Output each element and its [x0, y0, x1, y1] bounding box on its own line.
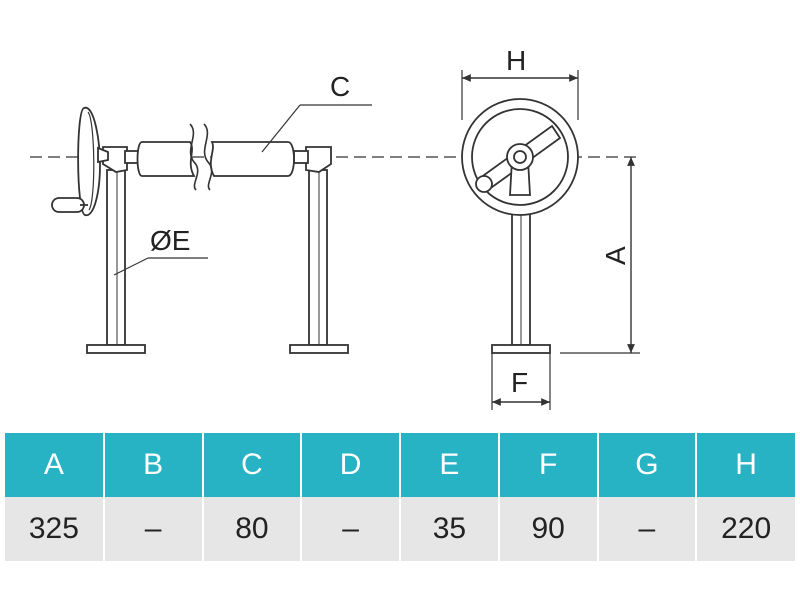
header-e: E	[399, 433, 499, 497]
value-c: 80	[201, 497, 302, 561]
value-a: 325	[5, 497, 104, 561]
header-f: F	[497, 433, 598, 497]
value-d: –	[300, 497, 400, 561]
value-b: –	[102, 497, 203, 561]
right-post-head	[305, 146, 332, 173]
header-c: C	[201, 433, 302, 497]
right-post	[308, 169, 328, 346]
table-header-row: A B C D E F G H	[5, 433, 795, 497]
header-a: A	[5, 433, 104, 497]
value-g: –	[596, 497, 697, 561]
crank-handle	[51, 197, 85, 213]
right-base-plate	[289, 344, 349, 354]
left-base-plate	[86, 344, 146, 354]
table-row: 325 – 80 – 35 90 – 220	[5, 497, 795, 561]
dimensions-table: A B C D E F G H 325 – 80 – 35 90 – 220	[5, 433, 795, 561]
front-crank-knob	[475, 175, 493, 193]
header-d: D	[300, 433, 400, 497]
header-h: H	[695, 433, 795, 497]
label-h: H	[506, 45, 526, 76]
roller-tube	[136, 141, 196, 177]
label-f: F	[511, 367, 528, 398]
label-c: C	[330, 71, 350, 102]
technical-drawing: C ØE H A F	[30, 45, 640, 410]
header-b: B	[102, 433, 203, 497]
side-view	[51, 107, 349, 354]
front-view	[461, 98, 579, 354]
value-e: 35	[399, 497, 499, 561]
header-g: G	[596, 433, 697, 497]
value-h: 220	[695, 497, 795, 561]
hub	[513, 150, 527, 164]
hand-wheel-side	[77, 107, 101, 216]
label-a: A	[600, 246, 631, 265]
value-f: 90	[497, 497, 598, 561]
label-e: ØE	[150, 225, 190, 256]
left-post	[106, 169, 126, 346]
front-base-plate	[491, 344, 551, 354]
